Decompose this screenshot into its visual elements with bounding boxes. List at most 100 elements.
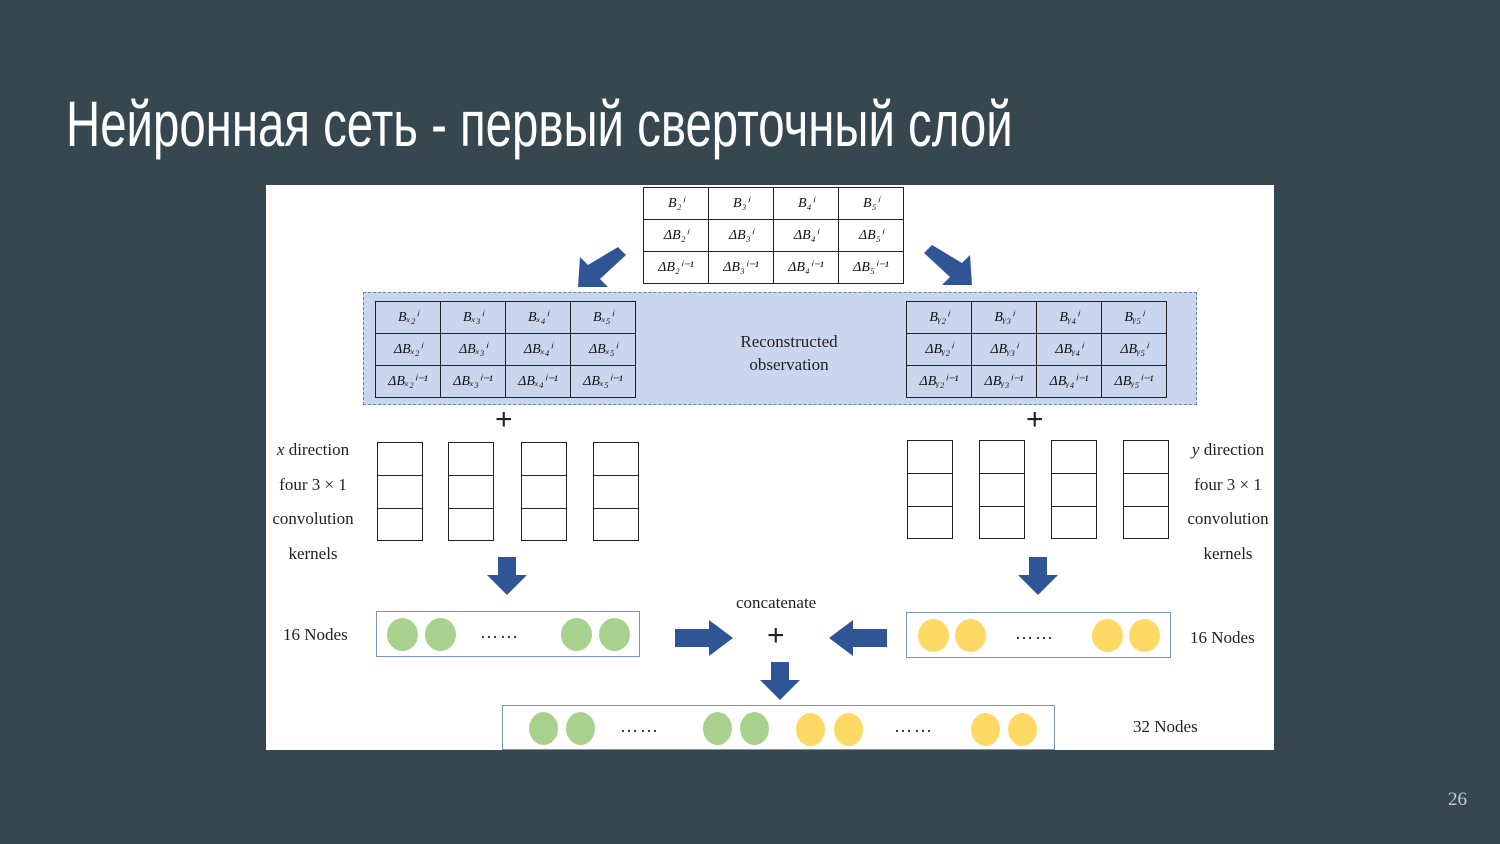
arrow-down-y-icon <box>1018 557 1058 595</box>
x-table-cell: ΔBₓ₃ⁱ <box>440 333 506 366</box>
y-node <box>796 713 825 746</box>
y-table-cell: Bᵧ₅ⁱ <box>1101 301 1167 334</box>
y-kernels-label-line1: y direction <box>1191 440 1265 459</box>
reconstructed-label-line1: Reconstructed <box>740 332 838 351</box>
input-table-cell: ΔB₄ⁱ⁻¹ <box>773 251 839 284</box>
x-kernels-label-line1: x direction <box>276 440 350 459</box>
y-table-cell: ΔBᵧ₅ⁱ <box>1101 333 1167 366</box>
x-node <box>387 618 418 651</box>
y-nodes-label: 16 Nodes <box>1190 628 1255 647</box>
slide-title: Нейронная сеть - первый сверточный слой <box>66 88 1013 160</box>
x-table-cell: Bₓ₄ⁱ <box>505 301 571 334</box>
x-node <box>529 712 558 745</box>
combined-nodes-label: 32 Nodes <box>1133 717 1198 736</box>
x-table-cell: ΔBₓ₂ⁱ <box>375 333 441 366</box>
input-table-cell: ΔB₂ⁱ⁻¹ <box>643 251 709 284</box>
input-table-cell: B₄ⁱ <box>773 187 839 220</box>
y-node <box>955 619 986 652</box>
y-node <box>1008 713 1037 746</box>
x-table-cell: ΔBₓ₃ⁱ⁻¹ <box>440 365 506 398</box>
input-table-cell: B₅ⁱ <box>838 187 904 220</box>
x-kernel-3 <box>521 442 567 541</box>
combined-y-ellipsis: …… <box>894 716 934 736</box>
x-node <box>740 712 769 745</box>
plus-x: + <box>495 403 513 436</box>
y-kernels-label-line2: four 3 × 1 <box>1194 474 1262 494</box>
input-table-cell: ΔB₅ⁱ⁻¹ <box>838 251 904 284</box>
y-table-cell: Bᵧ₄ⁱ <box>1036 301 1102 334</box>
y-kernel-3 <box>1051 440 1097 539</box>
input-table-cell: ΔB₂ⁱ <box>643 219 709 252</box>
input-table-cell: ΔB₅ⁱ <box>838 219 904 252</box>
input-table-cell: B₃ⁱ <box>708 187 774 220</box>
x-nodes-layer: …… <box>376 611 640 657</box>
arrow-down-right-icon <box>924 245 972 285</box>
y-table-cell: ΔBᵧ₄ⁱ <box>1036 333 1102 366</box>
y-table-cell: ΔBᵧ₄ⁱ⁻¹ <box>1036 365 1102 398</box>
x-table-cell: ΔBₓ₅ⁱ <box>570 333 636 366</box>
plus-y: + <box>1026 403 1044 436</box>
y-axis-symbol: y <box>1191 440 1200 459</box>
concatenate-label: concatenate <box>736 593 817 612</box>
x-kernel-1 <box>377 442 423 541</box>
combined-nodes-layer: …… …… <box>502 705 1055 750</box>
y-node <box>834 713 863 746</box>
x-table-cell: Bₓ₃ⁱ <box>440 301 506 334</box>
y-table-cell: Bᵧ₂ⁱ <box>906 301 972 334</box>
x-table-cell: ΔBₓ₅ⁱ⁻¹ <box>570 365 636 398</box>
x-kernels-label-line4: kernels <box>288 543 338 563</box>
y-node <box>971 713 1000 746</box>
y-nodes-layer: …… <box>906 612 1171 658</box>
reconstructed-label-line2: observation <box>749 355 829 374</box>
input-table-cell: ΔB₃ⁱ <box>708 219 774 252</box>
y-table-cell: ΔBᵧ₃ⁱ <box>971 333 1037 366</box>
x-node <box>425 618 456 651</box>
y-kernels-label-line3: convolution <box>1187 509 1269 528</box>
y-kernel-1 <box>907 440 953 539</box>
y-kernel-2 <box>979 440 1025 539</box>
arrow-down-left-icon <box>578 247 626 287</box>
x-node <box>566 712 595 745</box>
y-table-cell: Bᵧ₃ⁱ <box>971 301 1037 334</box>
y-node <box>918 619 949 652</box>
arrow-down-x-icon <box>487 557 527 595</box>
y-nodes-ellipsis: …… <box>1015 623 1055 643</box>
y-kernel-4 <box>1123 440 1169 539</box>
y-table-cell: ΔBᵧ₂ⁱ⁻¹ <box>906 365 972 398</box>
x-kernels-label: x direction four 3 × 1 convolution kerne… <box>266 433 360 571</box>
y-table-cell: ΔBᵧ₂ⁱ <box>906 333 972 366</box>
x-table-cell: Bₓ₂ⁱ <box>375 301 441 334</box>
x-kernels-label-line3: convolution <box>272 509 354 528</box>
y-kernels-label: y direction four 3 × 1 convolution kerne… <box>1180 433 1276 571</box>
arrow-left-icon <box>829 620 887 656</box>
x-nodes-label: 16 Nodes <box>283 625 348 644</box>
x-table-cell: ΔBₓ₄ⁱ⁻¹ <box>505 365 571 398</box>
combined-x-ellipsis: …… <box>620 716 660 736</box>
input-table-cell: ΔB₄ⁱ <box>773 219 839 252</box>
input-table-cell: B₂ⁱ <box>643 187 709 220</box>
concatenate-plus: + <box>767 619 785 652</box>
page-number: 26 <box>1448 789 1467 810</box>
x-table-cell: ΔBₓ₄ⁱ <box>505 333 571 366</box>
x-kernel-4 <box>593 442 639 541</box>
y-table-cell: ΔBᵧ₅ⁱ⁻¹ <box>1101 365 1167 398</box>
y-node <box>1129 619 1160 652</box>
x-kernels-label-line2: four 3 × 1 <box>279 474 347 494</box>
input-table-cell: ΔB₃ⁱ⁻¹ <box>708 251 774 284</box>
y-kernels-label-line4: kernels <box>1203 543 1253 563</box>
x-nodes-ellipsis: …… <box>480 622 520 642</box>
arrow-right-icon <box>675 620 733 656</box>
x-node <box>703 712 732 745</box>
